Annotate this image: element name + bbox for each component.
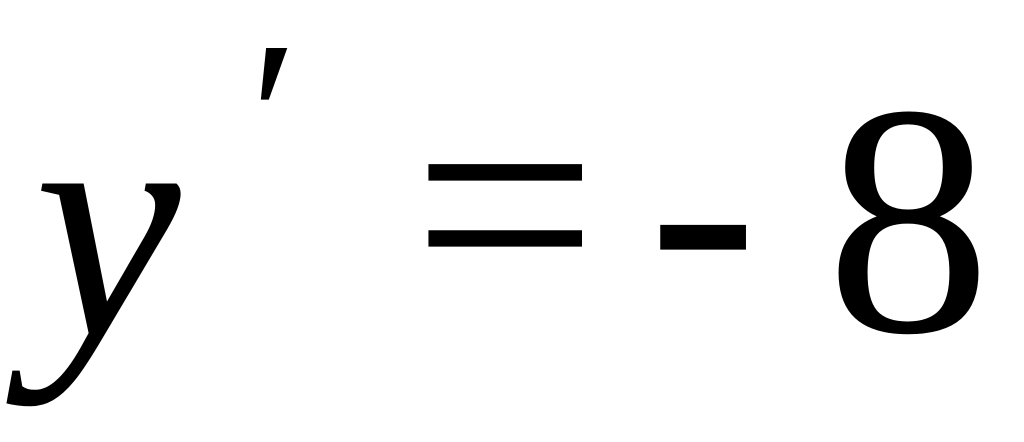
equals-sign: = xyxy=(412,22,599,387)
variable-y: y xyxy=(34,42,181,407)
prime-mark: ′ xyxy=(250,0,299,240)
minus-sign: - xyxy=(648,22,758,387)
value-eight: 8 xyxy=(826,38,991,403)
